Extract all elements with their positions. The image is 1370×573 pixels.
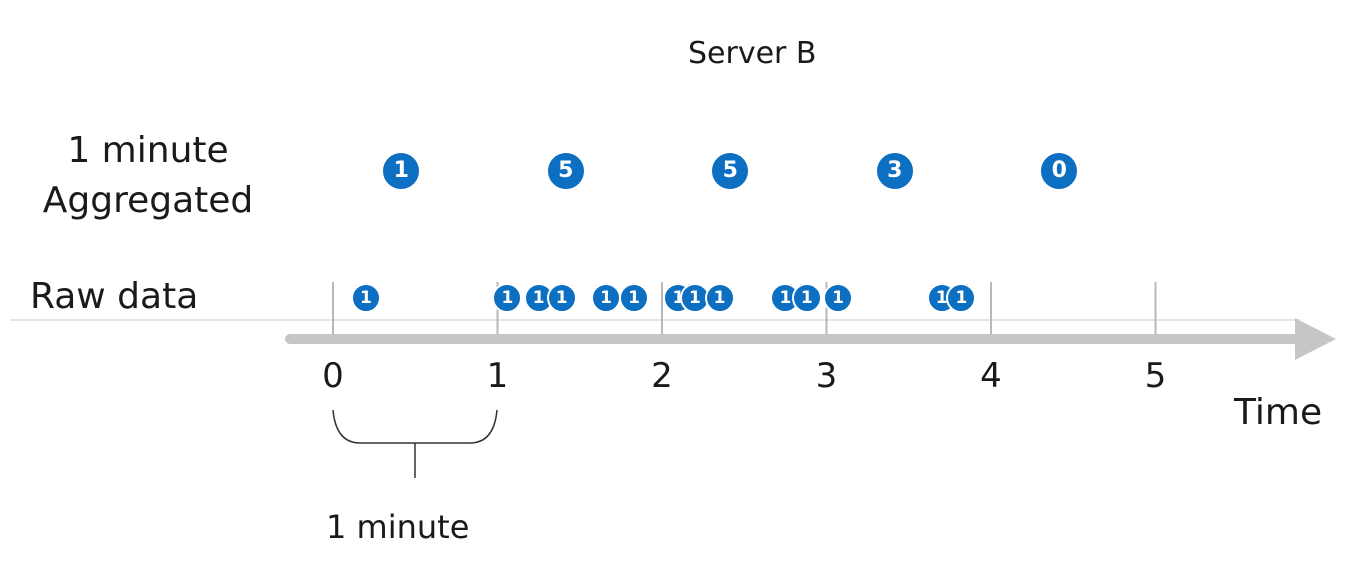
- aggregated-label-line2: Aggregated: [42, 180, 254, 221]
- tick-label-0: 0: [322, 356, 344, 396]
- raw-point: 1: [619, 283, 650, 313]
- raw-data-row-label: Raw data: [30, 276, 199, 317]
- raw-point: 1: [546, 283, 577, 313]
- raw-point: 1: [523, 283, 554, 313]
- interval-label: 1 minute: [326, 508, 470, 546]
- raw-point: 1: [791, 283, 822, 313]
- raw-point: 1: [946, 283, 977, 313]
- raw-point: 1: [492, 283, 523, 313]
- raw-point: 1: [350, 283, 381, 313]
- raw-point: 1: [591, 283, 622, 313]
- raw-point: 1: [823, 283, 853, 313]
- tick-label-5: 5: [1144, 356, 1167, 396]
- aggregated-label-line1: 1 minute: [67, 130, 229, 171]
- tick-label-3: 3: [815, 356, 838, 396]
- time-axis-arrowhead: [1295, 318, 1336, 360]
- tick-label-4: 4: [980, 356, 1002, 396]
- aggregated-point: 5: [545, 151, 586, 191]
- tick-label-1: 1: [486, 356, 509, 396]
- raw-point: 1: [704, 283, 735, 313]
- aggregated-point: 3: [874, 151, 915, 191]
- aggregated-row-label: 1 minute Aggregated: [18, 126, 278, 226]
- aggregated-point: 1: [381, 151, 422, 191]
- time-axis-label: Time: [1234, 392, 1323, 433]
- tick-label-2: 2: [651, 356, 673, 396]
- aggregated-point: 0: [1039, 151, 1080, 191]
- title-text: Server B: [688, 36, 817, 71]
- interval-brace: [332, 409, 498, 444]
- tick-marks: [332, 282, 1157, 335]
- aggregated-point: 5: [710, 151, 751, 191]
